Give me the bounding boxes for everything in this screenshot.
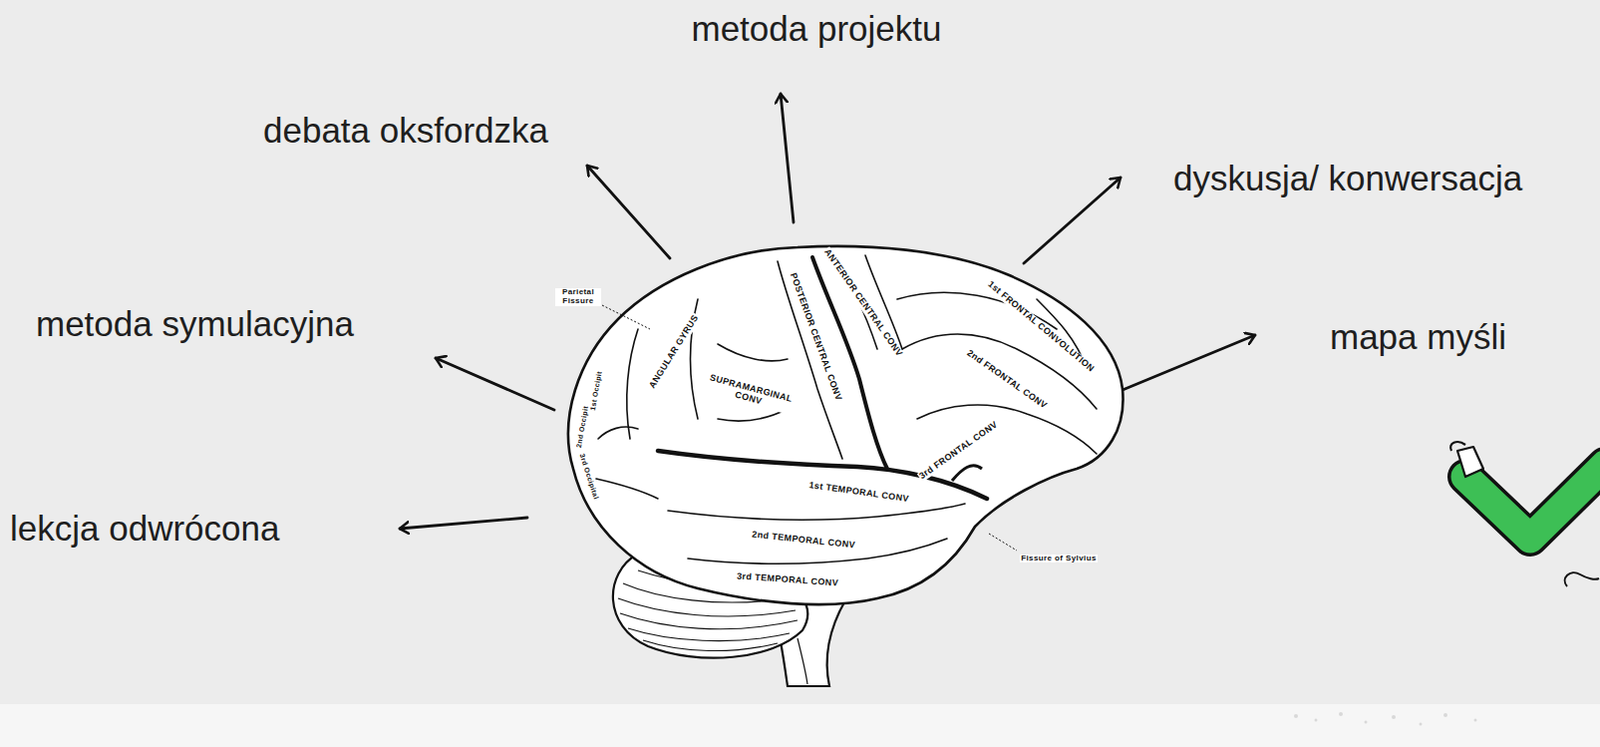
brain-part-label: 3rd FRONTAL CONV — [917, 419, 1001, 483]
brain-part-label: 2nd TEMPORAL CONV — [750, 530, 858, 552]
dot-pattern — [1293, 711, 1478, 726]
brain-part-label: Parietal Fissure — [555, 288, 602, 307]
brain-part-label: 1st FRONTAL CONVOLUTION — [984, 279, 1097, 375]
method-label: dyskusja/ konwersacja — [1173, 157, 1523, 200]
brain-part-label: ANTERIOR CENTRAL CONV — [821, 246, 905, 359]
brain-part-label: 1st TEMPORAL CONV — [807, 480, 912, 505]
bottom-band — [0, 703, 1600, 747]
brain-part-label: 3rd TEMPORAL CONV — [735, 571, 841, 589]
cerebrum — [568, 246, 1123, 605]
brain-part-label: Fissure of Sylvius — [1019, 554, 1098, 564]
brain-part-label: ANGULAR GYRUS — [646, 313, 701, 392]
brain-part-label: 2nd Occipit — [574, 403, 590, 449]
check-mark-icon — [1450, 441, 1600, 587]
brain-part-label: 1st Occipit — [589, 369, 605, 413]
method-label: metoda projektu — [691, 7, 943, 50]
brain-part-label: 2nd FRONTAL CONV — [963, 347, 1050, 412]
method-label: metoda symulacyjna — [35, 303, 354, 345]
brain-part-label: 3rd Occipital — [578, 451, 602, 502]
brain-part-label: SUPRAMARGINAL CONV — [704, 372, 795, 415]
method-label: mapa myśli — [1329, 316, 1507, 358]
method-label: debata oksfordzka — [263, 109, 549, 152]
brain-part-label: POSTERIOR CENTRAL CONV — [787, 271, 844, 404]
method-label: lekcja odwrócona — [9, 507, 280, 550]
